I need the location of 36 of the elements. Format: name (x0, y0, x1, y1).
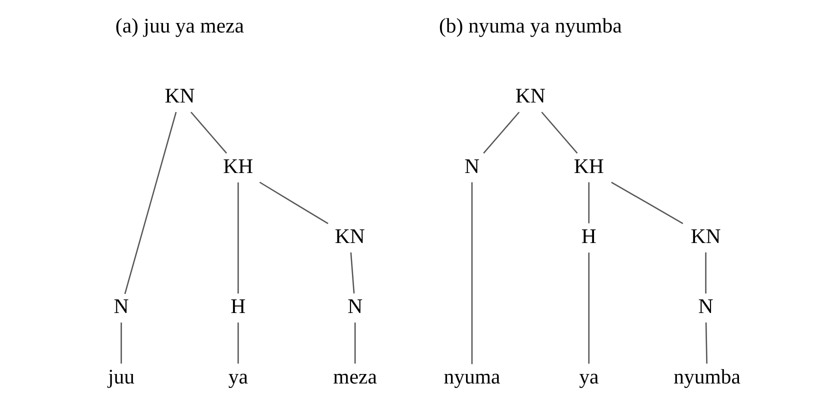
node-text: H (230, 295, 246, 318)
connector (237, 322, 238, 364)
node-text: KH (222, 154, 253, 178)
connector (120, 322, 122, 364)
connector (470, 182, 472, 364)
node-text: N (113, 295, 128, 318)
connector (588, 182, 590, 224)
node-text: N (698, 295, 713, 318)
connector (704, 252, 706, 294)
label: (b) nyuma ya nyumba (438, 14, 622, 38)
connector (124, 112, 176, 294)
connector (190, 112, 227, 154)
node-text: ya (578, 365, 598, 388)
connector (588, 252, 590, 364)
node-text: meza (332, 365, 376, 388)
connector (350, 252, 354, 294)
node-text: KN (164, 84, 194, 108)
connector (610, 182, 683, 224)
node-text: KN (690, 225, 720, 248)
connector (237, 182, 238, 294)
connector (540, 112, 578, 154)
node-text: ya (228, 365, 248, 388)
node-text: N (464, 154, 479, 178)
node-text: nyumba (673, 365, 740, 388)
connector (482, 112, 520, 154)
node-text: juu (107, 365, 134, 388)
node-text: N (347, 295, 362, 318)
connector (704, 322, 707, 364)
node-text: KH (573, 154, 604, 178)
label: (a) juu ya meza (114, 14, 244, 38)
node-text: nyuma (443, 365, 500, 388)
node-text: KN (334, 225, 364, 248)
connector (258, 182, 328, 224)
node-text: H (580, 225, 596, 248)
connector (354, 322, 356, 364)
node-text: KN (514, 84, 545, 108)
